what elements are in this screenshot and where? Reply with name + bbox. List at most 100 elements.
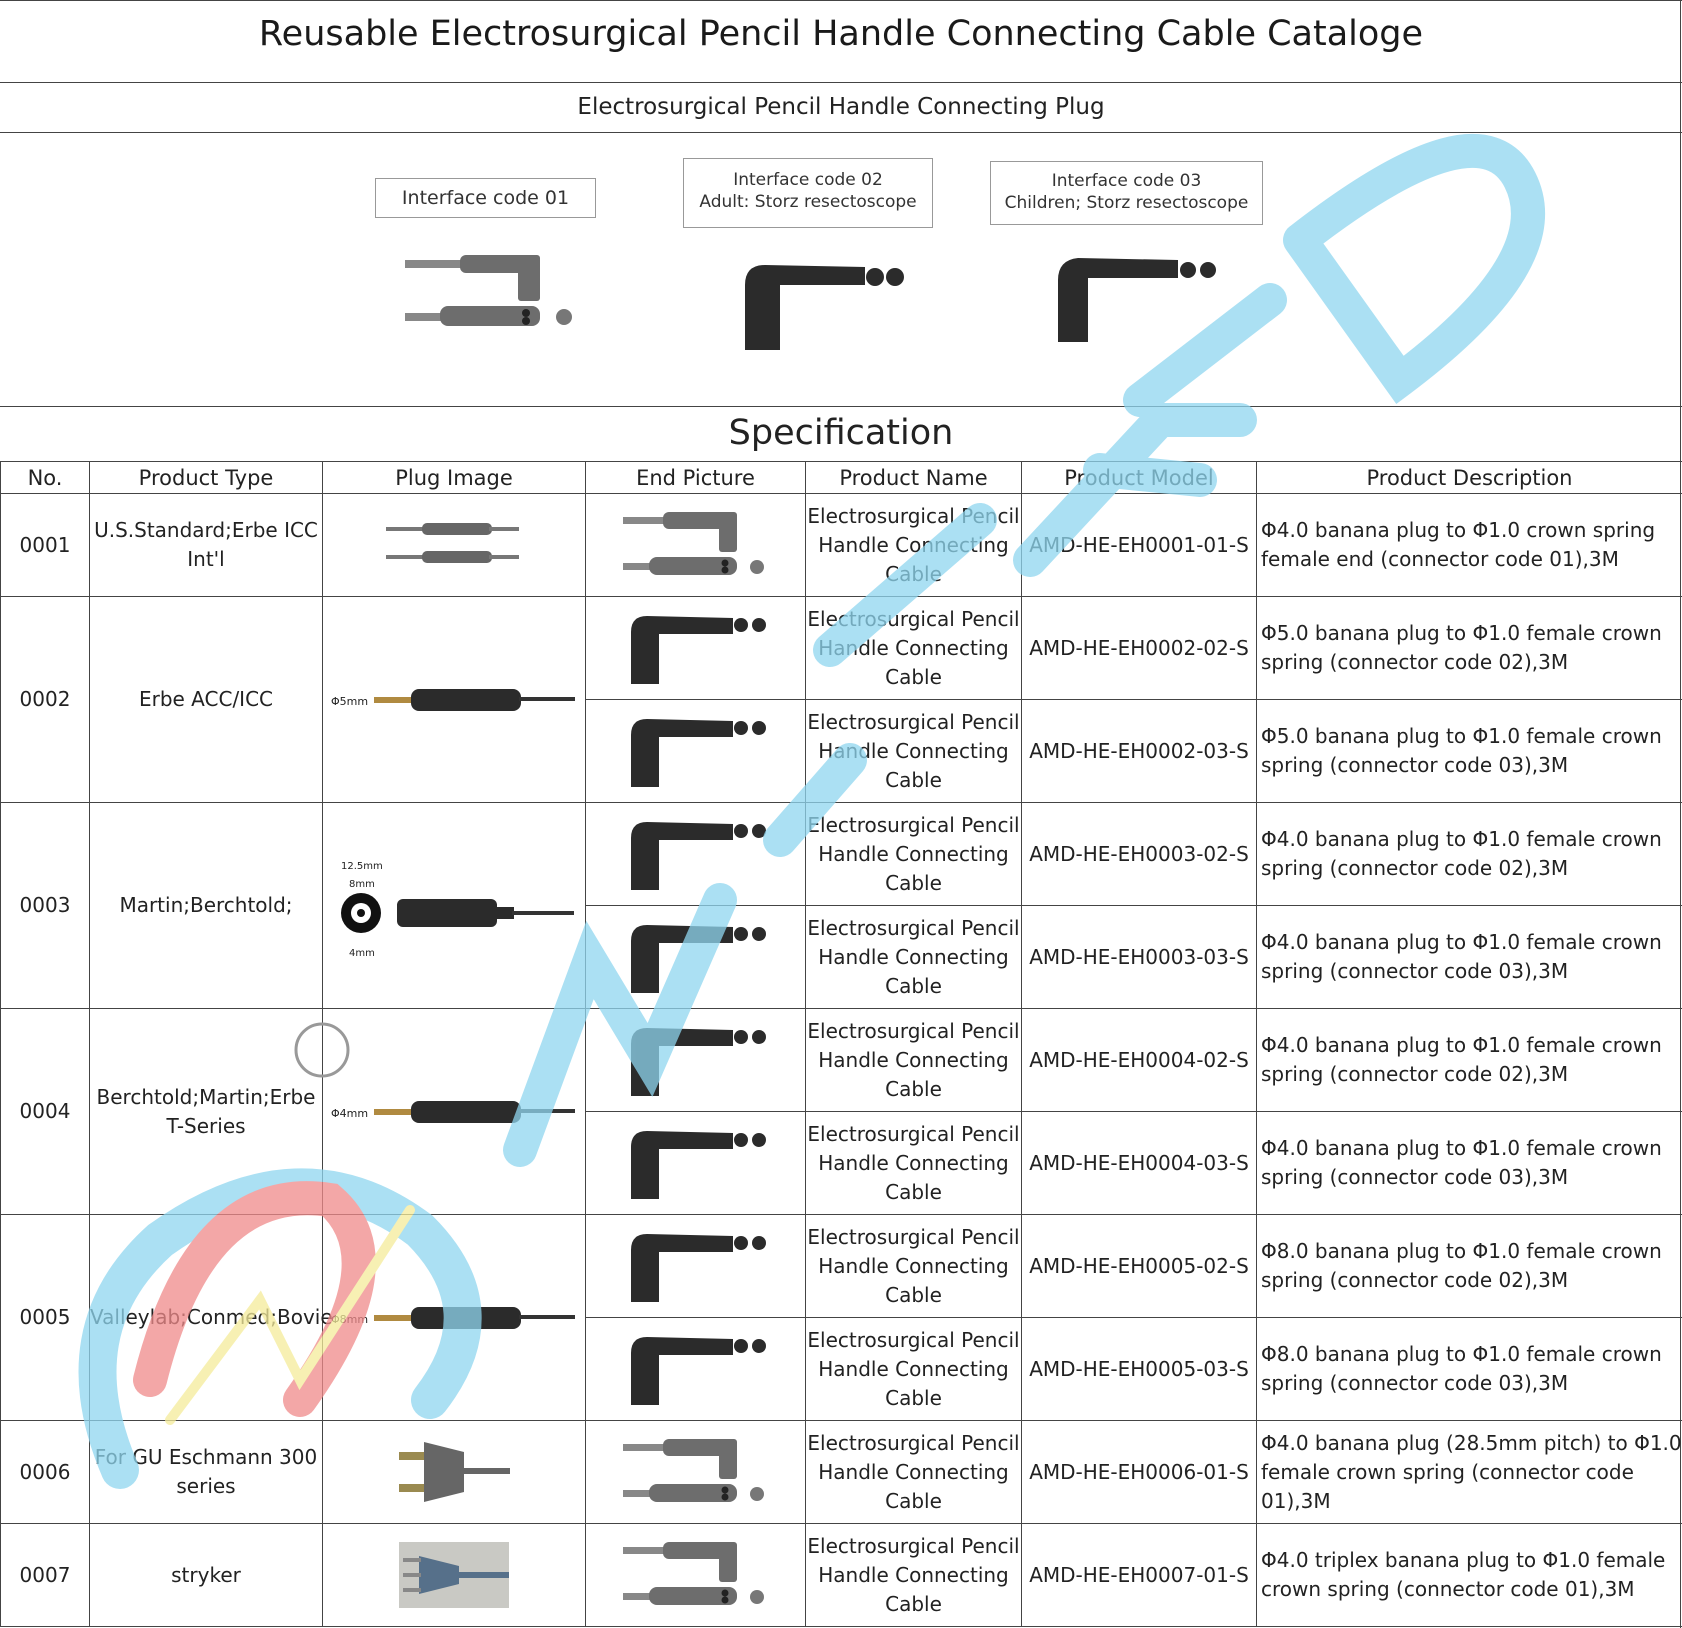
product-description: Φ5.0 banana plug to Φ1.0 female crown sp… (1256, 699, 1682, 803)
interface-code-label: Interface code 03 (1051, 171, 1202, 191)
column-header: Product Description (1256, 461, 1682, 494)
plug-image-cell: Φ5mm (322, 596, 586, 803)
product-model: AMD-HE-EH0002-03-S (1021, 699, 1257, 803)
product-model: AMD-HE-EH0004-02-S (1021, 1008, 1257, 1112)
spec-section-heading: Specification (728, 413, 954, 453)
column-header: Plug Image (322, 461, 586, 494)
interface-box-03: Interface code 03 Children; Storz resect… (990, 161, 1263, 225)
end-picture-cell (585, 802, 806, 906)
end-picture-cell (585, 699, 806, 803)
product-model: AMD-HE-EH0003-03-S (1021, 905, 1257, 1009)
product-description: Φ5.0 banana plug to Φ1.0 female crown sp… (1256, 596, 1682, 700)
phi4mm-banana-plug-icon: Φ4mm (323, 1087, 585, 1137)
interface-note: Adult: Storz resectoscope (699, 192, 917, 212)
triplex-plug-photo-icon (323, 1542, 585, 1608)
end-picture-cell (585, 493, 806, 597)
product-number: 0004 (0, 1008, 90, 1215)
plug-image-cell (322, 1523, 586, 1627)
ring-socket-plug-icon: 12.5mm 8mm 4mm (323, 851, 585, 961)
plug-section-heading: Electrosurgical Pencil Handle Connecting… (577, 94, 1105, 120)
product-type: Erbe ACC/ICC (89, 596, 323, 803)
plug-image-cell (322, 493, 586, 597)
phi5mm-banana-plug-icon: Φ5mm (323, 675, 585, 725)
product-model: AMD-HE-EH0005-03-S (1021, 1317, 1257, 1421)
code03-connector-icon (586, 1329, 805, 1409)
product-description: Φ8.0 banana plug to Φ1.0 female crown sp… (1256, 1214, 1682, 1318)
product-type: Valleylab;Conmed;Bovie (89, 1214, 333, 1421)
interface-box-02: Interface code 02 Adult: Storz resectosc… (683, 158, 933, 228)
end-picture-cell (585, 1214, 806, 1318)
code01-connector-icon (586, 1535, 805, 1615)
product-name: Electrosurgical Pencil Handle Connecting… (805, 493, 1022, 597)
svg-text:12.5mm: 12.5mm (341, 861, 383, 872)
product-type: stryker (89, 1523, 323, 1627)
product-model: AMD-HE-EH0003-02-S (1021, 802, 1257, 906)
product-description: Φ4.0 banana plug to Φ1.0 female crown sp… (1256, 1111, 1682, 1215)
product-type: U.S.Standard;Erbe ICC Int'l (89, 493, 323, 597)
product-type: Martin;Berchtold; (89, 802, 323, 1009)
column-header: No. (0, 461, 90, 494)
product-name: Electrosurgical Pencil Handle Connecting… (805, 1214, 1022, 1318)
product-description: Φ4.0 banana plug to Φ1.0 female crown sp… (1256, 905, 1682, 1009)
title-divider (0, 82, 1682, 83)
code02-connector-icon (586, 1226, 805, 1306)
product-name: Electrosurgical Pencil Handle Connecting… (805, 1523, 1022, 1627)
product-name: Electrosurgical Pencil Handle Connecting… (805, 596, 1022, 700)
interface-code-label: Interface code 02 (733, 170, 883, 190)
plug-image-cell: 12.5mm 8mm 4mm (322, 802, 586, 1009)
interface-code-label: Interface code 01 (401, 187, 570, 209)
plug-section-divider (0, 406, 1682, 407)
product-name: Electrosurgical Pencil Handle Connecting… (805, 1008, 1022, 1112)
svg-text:8mm: 8mm (349, 879, 375, 890)
end-picture-cell (585, 1523, 806, 1627)
product-number: 0002 (0, 596, 90, 803)
table-row: Electrosurgical Pencil Handle Connecting… (1, 1111, 1682, 1215)
product-number: 0005 (0, 1214, 90, 1421)
interface-box-01: Interface code 01 (375, 178, 596, 218)
page-title: Reusable Electrosurgical Pencil Handle C… (258, 14, 1424, 54)
product-name: Electrosurgical Pencil Handle Connecting… (805, 1317, 1022, 1421)
plug-image-cell: Φ4mm (322, 1008, 586, 1215)
product-name: Electrosurgical Pencil Handle Connecting… (805, 1111, 1022, 1215)
interface-03-connector-icon (1058, 258, 1216, 342)
product-model: AMD-HE-EH0007-01-S (1021, 1523, 1257, 1627)
product-name: Electrosurgical Pencil Handle Connecting… (805, 699, 1022, 803)
code01-connector-icon (586, 1432, 805, 1512)
spec-header-row: No. Product Type Plug Image End Picture … (0, 461, 1682, 494)
product-model: AMD-HE-EH0004-03-S (1021, 1111, 1257, 1215)
column-header: Product Model (1021, 461, 1257, 494)
end-picture-cell (585, 1317, 806, 1421)
product-description: Φ4.0 banana plug to Φ1.0 female crown sp… (1256, 1008, 1682, 1112)
end-picture-cell (585, 1008, 806, 1112)
product-description: Φ4.0 banana plug to Φ1.0 female crown sp… (1256, 802, 1682, 906)
phi8mm-banana-plug-icon: Φ8mm (323, 1293, 585, 1343)
product-number: 0006 (0, 1420, 90, 1524)
code03-connector-icon (586, 917, 805, 997)
column-header: Product Type (89, 461, 323, 494)
code02-connector-icon (586, 608, 805, 688)
end-picture-cell (585, 1111, 806, 1215)
product-description: Φ4.0 banana plug to Φ1.0 crown spring fe… (1256, 493, 1682, 597)
svg-text:4mm: 4mm (349, 948, 375, 959)
code02-connector-icon (586, 1020, 805, 1100)
column-header: End Picture (585, 461, 806, 494)
table-row: Electrosurgical Pencil Handle Connecting… (1, 1317, 1682, 1421)
dual-pin-y-plug-icon (323, 1432, 585, 1512)
product-model: AMD-HE-EH0002-02-S (1021, 596, 1257, 700)
plug-image-cell (322, 1420, 586, 1524)
product-number: 0003 (0, 802, 90, 1009)
code02-connector-icon (586, 814, 805, 894)
plug-heading-divider (0, 132, 1682, 133)
product-description: Φ4.0 banana plug (28.5mm pitch) to Φ1.0 … (1256, 1420, 1682, 1524)
column-header: Product Name (805, 461, 1022, 494)
product-number: 0007 (0, 1523, 90, 1627)
product-type: Berchtold;Martin;Erbe T-Series (89, 1008, 323, 1215)
product-description: Φ8.0 banana plug to Φ1.0 female crown sp… (1256, 1317, 1682, 1421)
